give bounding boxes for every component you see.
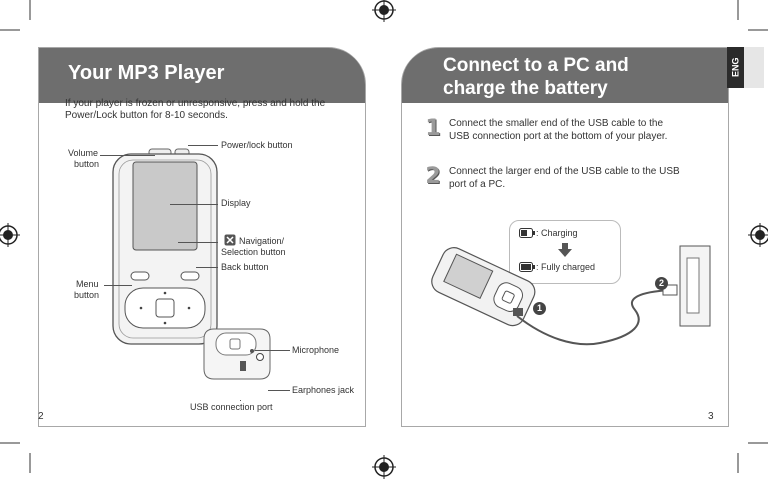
registration-mark-icon	[372, 0, 396, 22]
step-1-text-line2: USB connection port at the bottom of you…	[449, 131, 668, 142]
leader-line-power	[188, 145, 218, 146]
leader-line-display	[170, 204, 218, 205]
language-tab	[727, 47, 744, 88]
callout-2: 2	[655, 277, 668, 290]
label-volume-line1: Volume	[68, 148, 99, 158]
label-navigation-line2: Selection button	[221, 247, 286, 257]
intro-text-line1: If your player is frozen or unresponsive…	[65, 98, 326, 109]
label-menu-line2: button	[74, 290, 100, 300]
leader-line-usb	[240, 400, 241, 401]
page-title-line1: Connect to a PC and	[443, 55, 629, 76]
step-1-badge: 1	[425, 116, 441, 141]
callout-1-label: 1	[536, 303, 542, 313]
legend-fully-charged: : Fully charged	[536, 262, 596, 272]
label-navigation-line1: Navigation/	[239, 236, 285, 246]
registration-mark-icon	[372, 455, 396, 479]
leader-line-volume	[100, 155, 155, 156]
mp3-player-illustration	[112, 148, 218, 345]
intro-text-line2: Power/Lock button for 8-10 seconds.	[65, 110, 228, 121]
page-number-right: 3	[708, 411, 714, 422]
leader-line-back	[196, 267, 218, 268]
battery-charging-icon	[519, 228, 535, 238]
language-tab-label: ENG	[730, 57, 741, 78]
leader-line-menu	[104, 285, 132, 286]
label-microphone: Microphone	[292, 345, 340, 355]
registration-mark-icon	[0, 223, 20, 247]
label-power: Power/lock button	[221, 140, 293, 150]
label-back: Back button	[221, 262, 269, 272]
callout-1: 1	[533, 302, 546, 315]
right-title-bar: Connect to a PC and charge the battery	[402, 48, 728, 103]
label-volume-line2: button	[74, 159, 100, 169]
callout-2-label: 2	[658, 278, 664, 288]
label-menu-line1: Menu	[76, 279, 99, 289]
usb-connection-illustration	[431, 245, 711, 346]
page-title-line2: charge the battery	[443, 78, 608, 99]
left-title-bar: Your MP3 Player	[39, 48, 365, 103]
leader-line-navigation	[178, 242, 218, 243]
legend-charging: : Charging	[536, 228, 578, 238]
label-earphones: Earphones jack	[292, 385, 355, 395]
language-tab-shadow	[744, 47, 764, 88]
page-number-left: 2	[38, 411, 44, 422]
player-bottom-detail	[203, 328, 271, 380]
label-usb-port: USB connection port	[190, 402, 273, 412]
step-1-text-line1: Connect the smaller end of the USB cable…	[449, 118, 664, 129]
label-display: Display	[221, 198, 251, 208]
battery-full-icon	[519, 262, 535, 272]
step-2-text-line1: Connect the larger end of the USB cable …	[449, 166, 680, 177]
leader-line-microphone	[255, 350, 290, 351]
navigation-x-icon	[224, 234, 236, 246]
page-title: Your MP3 Player	[68, 62, 225, 84]
registration-mark-icon	[748, 223, 768, 247]
arrow-down-icon	[558, 243, 572, 257]
leader-line-earphones	[268, 390, 290, 391]
step-2-badge: 2	[425, 164, 441, 189]
step-2-text-line2: port of a PC.	[449, 179, 506, 190]
